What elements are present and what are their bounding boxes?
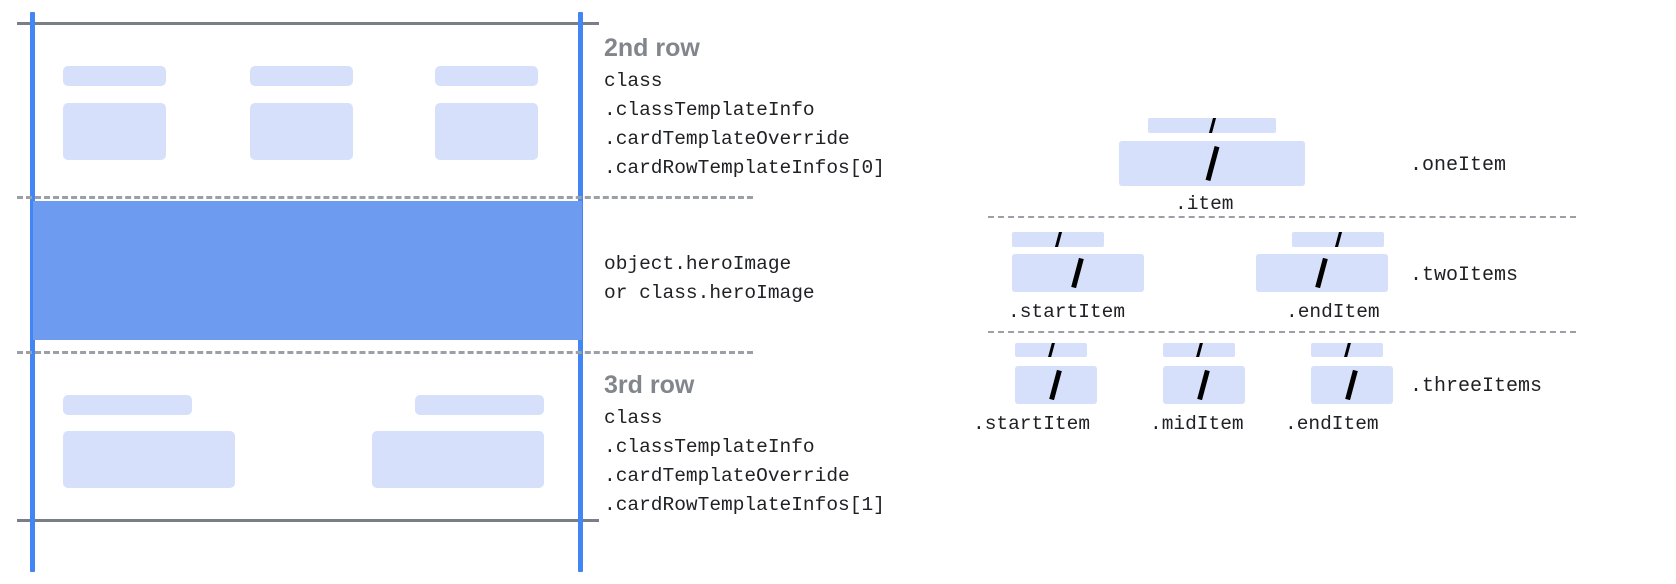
three-items-end-label-chip [1311,343,1383,357]
three-items-end-value-chip [1311,366,1393,404]
card-frame [17,0,753,584]
two-items-start-label-chip [1012,232,1104,247]
annotation-row2-code-line-2: .cardTemplateOverride [604,128,850,150]
row3-col1-title-placeholder [63,395,192,415]
three-items-start-label: .startItem [973,413,1091,435]
two-items-start-label: .startItem [1008,301,1126,323]
annotation-row2-code-line-0: class [604,70,663,92]
annotation-row2-code-line-1: .classTemplateInfo [604,99,815,121]
slash-icon [1205,145,1220,182]
slash-icon [1343,343,1352,357]
row3-col2-title-placeholder [415,395,544,415]
annotation-hero-code-line-0: object.heroImage [604,253,792,275]
one-item-sub-label: .item [1175,193,1234,215]
row2-col3-body-placeholder [435,103,538,160]
two-items-start-value-chip [1012,254,1144,292]
annotation-row2-title: 2nd row [604,34,700,62]
row2-col1-title-placeholder [63,66,166,86]
annotation-row3-title: 3rd row [604,371,695,399]
annotation-hero: object.heroImage or class.heroImage [604,250,815,308]
row2-col2-title-placeholder [250,66,353,86]
row2-col3-title-placeholder [435,66,538,86]
annotation-row2: 2nd row class .classTemplateInfo .cardTe… [604,33,885,183]
row2-col1-body-placeholder [63,103,166,160]
three-items-mid-label-chip [1163,343,1235,357]
three-items-start-value-chip [1015,366,1097,404]
annotation-row3: 3rd row class .classTemplateInfo .cardTe… [604,370,885,520]
hero-bottom-divider [17,351,753,354]
annotation-row3-code-line-3: .cardRowTemplateInfos[1] [604,494,885,516]
two-items-end-value-chip [1256,254,1388,292]
group-divider-1 [988,216,1576,218]
card-left-guide-line [30,12,35,572]
annotation-hero-code-line-1: or class.heroImage [604,282,815,304]
hero-image-block [33,201,582,340]
slash-icon [1195,343,1204,357]
annotation-row2-code-line-3: .cardRowTemplateInfos[0] [604,157,885,179]
one-item-label-chip [1148,118,1276,133]
row2-col2-body-placeholder [250,103,353,160]
slash-icon [1197,369,1210,401]
annotation-row3-code-line-1: .classTemplateInfo [604,436,815,458]
three-items-mid-value-chip [1163,366,1245,404]
one-item-value-chip [1119,141,1305,186]
two-items-end-label-chip [1292,232,1384,247]
slash-icon [1334,232,1343,247]
annotation-row3-code-line-0: class [604,407,663,429]
group-label-one-item: .oneItem [1410,154,1507,177]
two-items-end-label: .endItem [1286,301,1380,323]
slash-icon [1049,369,1062,401]
annotation-row3-code-line-2: .cardTemplateOverride [604,465,850,487]
slash-icon [1071,257,1084,289]
three-items-start-label-chip [1015,343,1087,357]
slash-icon [1047,343,1056,357]
row3-col1-body-placeholder [63,431,235,488]
slash-icon [1054,232,1063,247]
item-layout-diagram: .item .oneItem .startItem .endItem .twoI… [960,0,1676,584]
group-label-two-items: .twoItems [1410,264,1519,287]
card-bottom-rule [17,519,599,522]
three-items-end-label: .endItem [1285,413,1379,435]
three-items-mid-label: .midItem [1150,413,1244,435]
slash-icon [1315,257,1328,289]
card-top-rule [17,22,599,25]
slash-icon [1208,118,1217,133]
row3-col2-body-placeholder [372,431,544,488]
group-label-three-items: .threeItems [1410,375,1543,398]
slash-icon [1345,369,1358,401]
hero-top-divider [17,196,753,199]
group-divider-2 [988,331,1576,333]
